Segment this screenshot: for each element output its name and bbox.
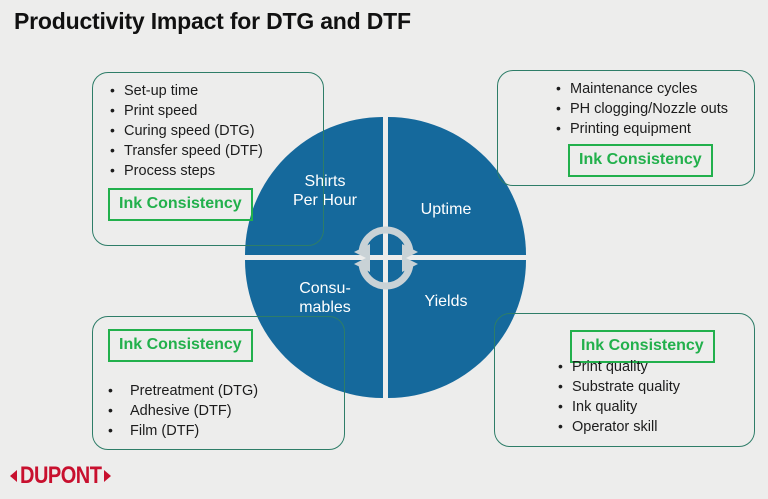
uptime-bullet-list: Maintenance cycles PH clogging/Nozzle ou… — [556, 78, 728, 139]
list-item: Transfer speed (DTF) — [110, 140, 263, 161]
shirts-per-hour-box — [92, 72, 324, 246]
list-item: Print quality — [558, 356, 680, 377]
list-item: Process steps — [110, 160, 263, 181]
ink-consistency-badge-consumables: Ink Consistency — [108, 329, 253, 362]
consumables-bullet-list: Pretreatment (DTG) Adhesive (DTF) Film (… — [100, 380, 258, 441]
list-item: Ink quality — [558, 396, 680, 417]
list-item: Operator skill — [558, 416, 680, 437]
list-item: Pretreatment (DTG) — [100, 380, 258, 401]
list-item: Curing speed (DTG) — [110, 120, 263, 141]
list-item: Printing equipment — [556, 118, 728, 139]
list-item: Maintenance cycles — [556, 78, 728, 99]
ink-consistency-badge-uptime: Ink Consistency — [568, 144, 713, 177]
consumables-box — [92, 316, 345, 450]
list-item: PH clogging/Nozzle outs — [556, 98, 728, 119]
logo-right-caret-icon — [104, 470, 112, 482]
dupont-logo: DUPONT — [10, 463, 112, 489]
cycle-arrows-icon — [354, 226, 418, 290]
list-item: Print speed — [110, 100, 263, 121]
uptime-box — [497, 70, 755, 186]
yields-box — [494, 313, 755, 447]
yields-bullet-list: Print quality Substrate quality Ink qual… — [558, 356, 680, 437]
logo-left-caret-icon — [10, 470, 17, 482]
list-item: Adhesive (DTF) — [100, 400, 258, 421]
page-title: Productivity Impact for DTG and DTF — [14, 8, 411, 34]
list-item: Substrate quality — [558, 376, 680, 397]
shirts-per-hour-bullet-list: Set-up time Print speed Curing speed (DT… — [110, 80, 263, 181]
list-item: Film (DTF) — [100, 420, 258, 441]
list-item: Set-up time — [110, 80, 263, 101]
dupont-wordmark: DUPONT — [20, 463, 102, 489]
ink-consistency-badge-shirts-per-hour: Ink Consistency — [108, 188, 253, 221]
